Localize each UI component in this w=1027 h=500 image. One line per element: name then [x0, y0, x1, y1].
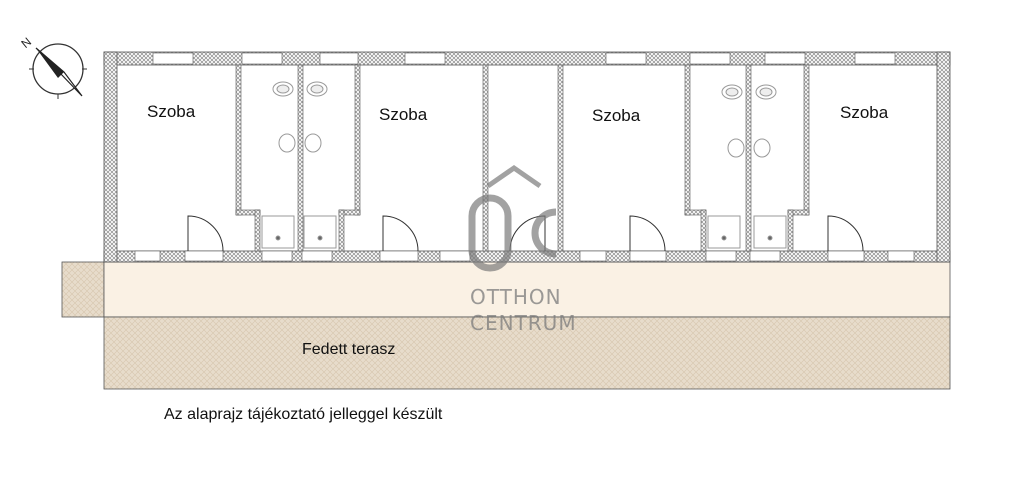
covered-terrace [103, 316, 951, 390]
shower-icon [303, 215, 337, 249]
disclaimer-note: Az alaprajz tájékoztató jelleggel készül… [164, 406, 443, 423]
room-label: Szoba [592, 106, 641, 125]
door-swing-icon [382, 215, 419, 252]
interior-walls [235, 64, 810, 252]
watermark-line1: OTTHON [470, 285, 562, 309]
room-label: Szoba [147, 102, 196, 121]
bathroom-fixtures-right [707, 84, 787, 249]
door-swing-icon [629, 215, 666, 252]
watermark-logo [468, 164, 557, 272]
outer-walls [103, 51, 951, 263]
compass: N [18, 35, 87, 99]
door-swing-icon [827, 215, 864, 252]
bathroom-fixtures-left [261, 81, 337, 249]
sink-icon [304, 133, 322, 153]
sink-icon [727, 138, 745, 158]
roof-icon [486, 164, 542, 189]
shower-icon [753, 215, 787, 249]
sink-icon [278, 133, 296, 153]
bottom-openings [134, 250, 915, 262]
watermark-line2: CENTRUM [470, 311, 577, 335]
top-windows [152, 52, 896, 65]
shower-icon [261, 215, 295, 249]
terrace-label: Fedett terasz [302, 341, 395, 358]
compass-north-label: N [18, 35, 34, 51]
room-label: Szoba [840, 103, 889, 122]
sink-icon [753, 138, 771, 158]
shower-icon [707, 215, 741, 249]
room-label: Szoba [379, 105, 428, 124]
door-swing-icon [187, 215, 224, 252]
side-stub [61, 261, 105, 318]
